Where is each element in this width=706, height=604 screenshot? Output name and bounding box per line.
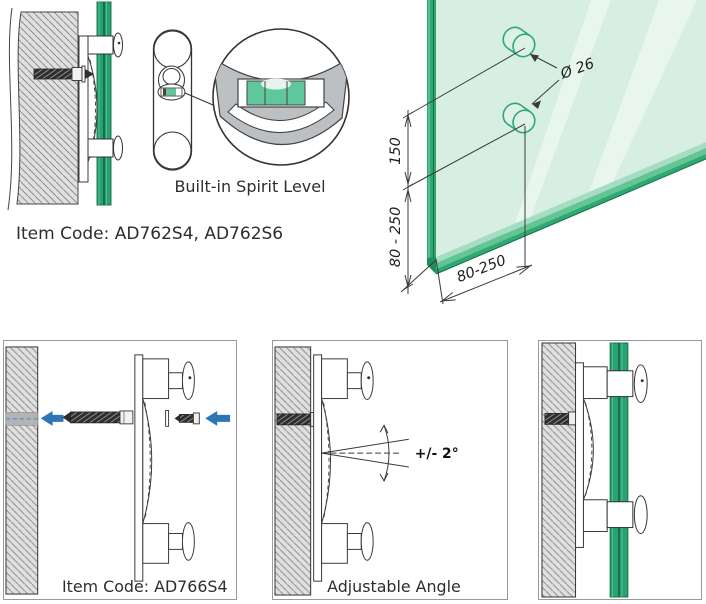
glass-clamps [606,364,648,535]
clamp-head-bottom [321,523,348,564]
wall-section [541,342,577,598]
glass-drilling-dimension-figure: 150 80 - 250 80-250 Ø 26 [388,0,706,305]
glass-clamp-bottom [87,138,114,158]
standoff-knob-bottom [181,522,195,561]
glass-panel-perspective [427,0,706,275]
wall-break-line [7,7,13,211]
adapter-curved-washer [582,398,594,500]
adapter-side-view [313,354,374,582]
clamp-head-top [142,358,170,400]
glass-clamp-top [87,35,114,55]
spirit-level-vial-zoom [246,78,306,106]
wall-section [7,7,79,211]
panel-exploded-installation: Item Code: AD766S4 [3,340,237,600]
standoff-knob-top [181,361,195,401]
spirit-level-vial-small [160,87,183,97]
wall-section [5,346,39,595]
exploded-installation-figure: Item Code: AD766S4 [5,346,231,596]
adapter-curved-washer [321,398,332,524]
spirit-level-caption: Built-in Spirit Level [174,177,325,196]
glass-reflection [515,0,611,224]
clamp-head-bottom [142,523,170,564]
glass-reflection [589,0,697,192]
clamp-head-bottom [582,499,608,533]
standoff-knob-bottom [113,135,123,161]
side-view-spirit-level-figure: Built-in Spirit Level Item Code: AD762S4… [7,1,350,244]
clamp-head-top [321,358,348,400]
installed-figure [541,342,648,598]
wall-section [274,346,312,596]
adjustable-angle-figure: +/- 2° Adjustable Angle [274,346,461,596]
panel-caption: Item Code: AD766S4 [62,577,228,596]
standoff-knob-bottom [360,522,374,561]
insert-arrow-right [205,410,231,426]
anchor-bolt [33,65,94,83]
stem-top [168,372,183,390]
glass-clamp-bottom [606,501,634,529]
angle-fan [321,424,409,482]
angle-value-label: +/- 2° [415,446,459,462]
stem-top [346,372,362,390]
item-code-label: Item Code: AD762S4, AD762S6 [16,224,283,244]
dim-hole-spacing: 150 [388,137,404,165]
standoff-knob-top [113,32,123,58]
anchor-bolt-exploded [62,410,134,425]
insert-arrow-left [40,410,64,426]
adapter-side-view [575,362,608,548]
spirit-level-front-view [152,29,193,171]
hole-top [502,26,536,58]
leader-arrow [530,54,539,62]
stem-bottom [168,533,183,550]
clamp-head-top [582,366,608,400]
standoff-knob-top [360,361,374,401]
spirit-level-zoom-detail [212,28,350,166]
panel-caption: Adjustable Angle [327,577,461,596]
glass-edge-view [96,1,112,206]
panel-installed [538,340,702,600]
leader-arrow [532,100,541,109]
adapter-curved-washer [142,398,153,524]
glass-corner [427,257,436,274]
fixing-screw-exploded [165,410,200,427]
standoff-knob-bottom [633,495,648,535]
dim-vertical-edge-distance: 80 - 250 [388,207,404,268]
adapter-side-view [78,32,123,183]
adapter-side-view [134,354,195,582]
glass-clamp-top [606,370,634,398]
panel-adjustable-angle: +/- 2° Adjustable Angle [272,340,508,600]
stem-bottom [346,533,362,550]
standoff-knob-top [633,364,648,404]
